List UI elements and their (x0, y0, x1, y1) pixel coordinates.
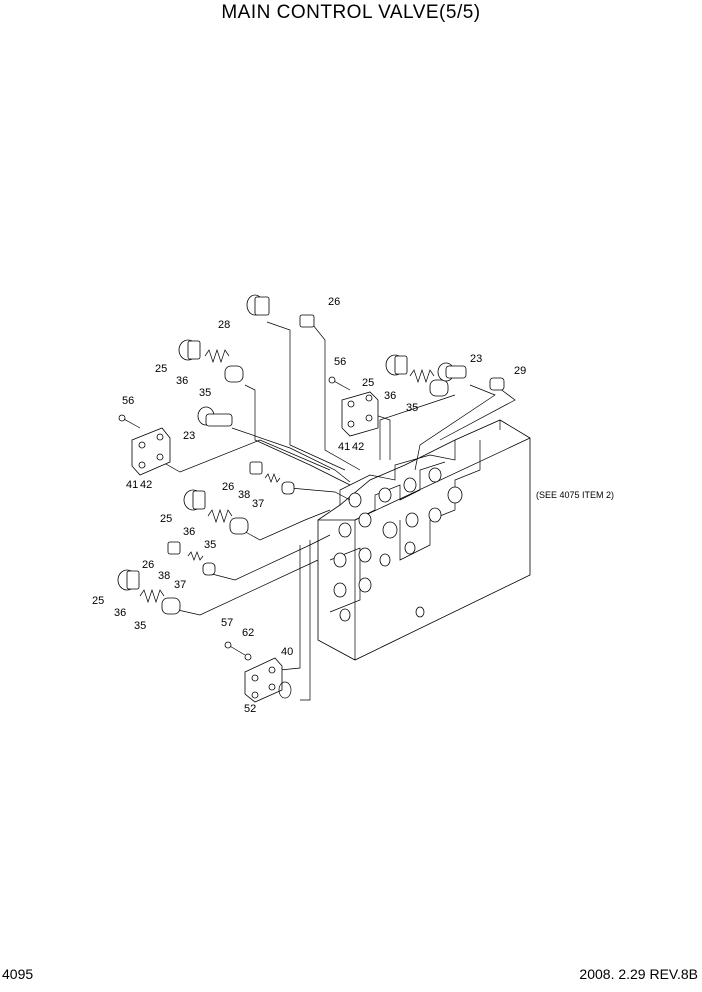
part-41-42-cover (131, 391, 379, 476)
part-38-37 (187, 473, 295, 576)
part-25-36-35-stack (117, 339, 449, 615)
callout-36: 36 (384, 390, 396, 402)
callout-37: 37 (252, 498, 264, 510)
part-40-cover (244, 657, 283, 703)
callout-37: 37 (174, 579, 186, 591)
callout-35: 35 (406, 402, 418, 414)
callout-38: 38 (238, 489, 250, 501)
part-26-plug (167, 314, 315, 555)
callout-42: 42 (140, 479, 152, 491)
part-28-plug (246, 294, 270, 316)
callout-35: 35 (199, 387, 211, 399)
callout-56: 56 (122, 395, 134, 407)
see-reference-note: (SEE 4075 ITEM 2) (536, 490, 614, 500)
callout-36: 36 (183, 526, 195, 538)
callout-57: 57 (221, 617, 233, 629)
callout-52: 52 (244, 703, 256, 715)
leader-lines (149, 321, 516, 701)
page-title: MAIN CONTROL VALVE(5/5) (221, 2, 481, 23)
part-52-oring (278, 681, 292, 699)
part-29-plug (489, 377, 505, 391)
revision-date: 2008. 2.29 REV.8B (579, 966, 698, 982)
callout-40: 40 (281, 646, 293, 658)
callout-23: 23 (183, 430, 195, 442)
callout-23: 23 (470, 353, 482, 365)
callout-25: 25 (160, 513, 172, 525)
part-23-piston (197, 362, 467, 427)
callout-35: 35 (134, 620, 146, 632)
port-holes (333, 467, 463, 622)
part-62-washer (244, 653, 252, 661)
callout-38: 38 (158, 570, 170, 582)
callout-62: 62 (242, 627, 254, 639)
callout-41: 41 (338, 441, 350, 453)
callout-36: 36 (114, 607, 126, 619)
callout-25: 25 (155, 363, 167, 375)
callout-42: 42 (352, 441, 364, 453)
callout-26: 26 (222, 481, 234, 493)
callout-36: 36 (176, 375, 188, 387)
callout-28: 28 (218, 319, 230, 331)
callout-26: 26 (142, 559, 154, 571)
part-56-bolt (118, 376, 351, 656)
callout-labels: 28 26 56 25 36 35 23 29 25 36 35 23 56 4… (92, 296, 614, 715)
callout-26: 26 (328, 296, 340, 308)
callout-25: 25 (362, 377, 374, 389)
callout-41: 41 (126, 479, 138, 491)
callout-56: 56 (334, 356, 346, 368)
callout-35: 35 (204, 539, 216, 551)
valve-block (317, 419, 531, 661)
page-number: 4095 (2, 966, 34, 982)
callout-25: 25 (92, 595, 104, 607)
callout-29: 29 (514, 365, 526, 377)
